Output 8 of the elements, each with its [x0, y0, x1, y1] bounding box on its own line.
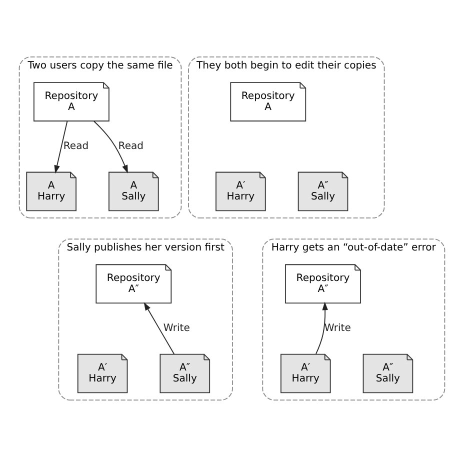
edge-label: Read	[118, 141, 144, 152]
arrow	[144, 302, 175, 355]
arrow	[54, 120, 68, 174]
arrow	[94, 120, 128, 174]
arrow	[316, 302, 328, 354]
edge-label: Read	[63, 141, 89, 152]
edge-label: Write	[324, 323, 351, 334]
edge-label: Write	[163, 323, 190, 334]
